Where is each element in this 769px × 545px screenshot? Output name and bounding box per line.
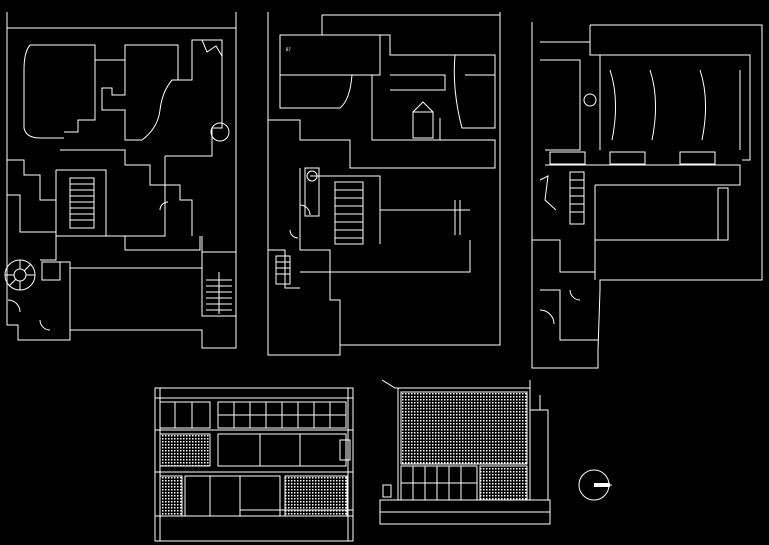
street-elevation [379, 379, 551, 525]
second-floor-plan [531, 22, 763, 369]
front-elevation [154, 387, 354, 542]
north-arrow-icon [578, 469, 612, 501]
plan-label: B7 [286, 47, 291, 52]
first-floor-plan: B7 [267, 12, 501, 356]
ground-floor-plan [4, 12, 237, 349]
